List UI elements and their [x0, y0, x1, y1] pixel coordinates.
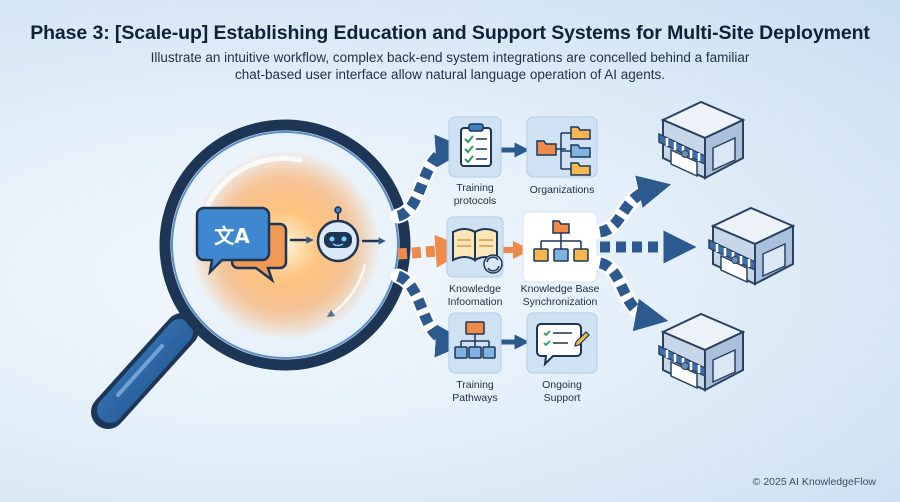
copyright-footer: © 2025 AI KnowledgeFlow [752, 476, 876, 488]
magnifier-handle [91, 313, 199, 429]
org-chart-icon [454, 321, 496, 359]
label-knowledge-base-sync: Knowledge Base Synchronization [520, 283, 600, 308]
storefront-icon [657, 100, 745, 180]
storefront-icon [657, 312, 745, 392]
storefront-icon [707, 206, 795, 286]
flow-to-training-protocols [395, 134, 469, 222]
page-subtitle: Illustrate an intuitive workflow, comple… [150, 49, 750, 83]
flow-to-knowledge-information [397, 234, 469, 268]
label-training-pathways: Training Pathways [452, 379, 498, 404]
translate-chat-icon: 文A [195, 206, 288, 284]
flow-to-site-1 [598, 175, 672, 238]
folder-tree-icon [536, 126, 591, 176]
flow-to-site-3 [598, 257, 669, 332]
subtitle-line-2: chat-based user interface allow natural … [234, 67, 666, 82]
translate-glyph: 文A [214, 224, 250, 248]
label-organizations: Organizations [529, 184, 595, 196]
label-ongoing-support: Ongoing Support [542, 379, 582, 404]
flow-to-training-pathways [395, 270, 469, 358]
open-book-sync-icon [452, 228, 503, 274]
tile-knowledge-base-sync [522, 211, 598, 283]
label-knowledge-information: Knowledge Infoomation [447, 283, 503, 308]
support-chat-icon [536, 323, 590, 367]
label-training-protocols: Training protocols [453, 182, 497, 207]
page-title: Phase 3: [Scale-up] Establishing Educati… [30, 22, 870, 44]
robot-agent-icon [316, 206, 360, 263]
subtitle-line-1: Illustrate an intuitive workflow, comple… [150, 50, 750, 65]
hierarchy-icon [533, 220, 589, 262]
clipboard-checklist-icon [460, 123, 492, 167]
